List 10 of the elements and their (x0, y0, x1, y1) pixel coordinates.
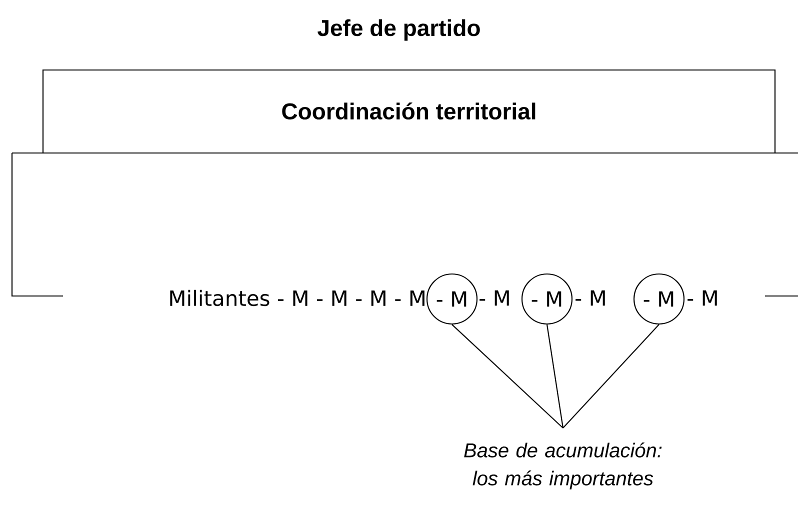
leader-line (546, 324, 564, 428)
note-text: Base de acumulación: los más importantes (464, 442, 662, 490)
heading-box: Coordinación territorial (42, 69, 776, 154)
member-text: - M (688, 290, 717, 306)
member-text: - M (576, 290, 605, 306)
leader-line (452, 324, 564, 428)
member-text: - M (480, 290, 509, 306)
title: Jefe de partido (318, 19, 480, 41)
leader-line (562, 324, 660, 428)
member-text: Militantes - M - M - M - M (170, 290, 424, 306)
